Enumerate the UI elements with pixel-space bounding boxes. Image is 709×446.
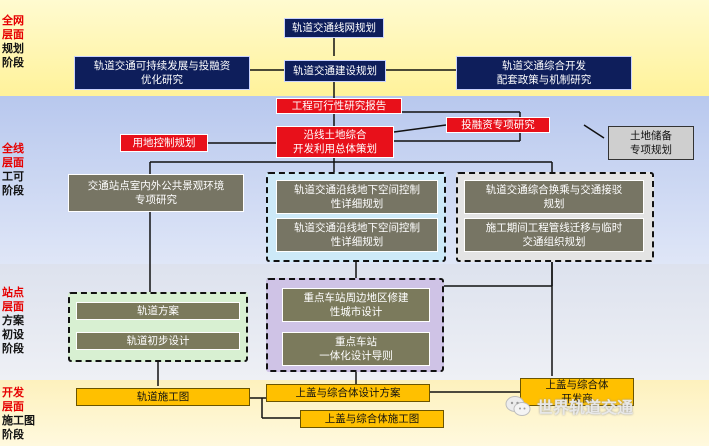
stage-label-construction: 开发 层面 施工图 阶段 <box>2 386 56 442</box>
wechat-icon <box>505 396 531 416</box>
watermark-text: 世界轨道交通 <box>537 398 634 417</box>
box-label: 施工期间工程管线迁移与临时 交通组织规划 <box>485 222 623 248</box>
box-label: 轨道交通综合换乘与交通接驳 规划 <box>485 184 623 210</box>
box-label: 用地控制规划 <box>132 137 196 149</box>
box-label: 重点车站周边地区修建 性城市设计 <box>303 292 409 318</box>
box-label: 轨道交通可持续发展与投融资 优化研究 <box>93 60 231 86</box>
box-label: 轨道初步设计 <box>126 335 190 347</box>
station-integrated-guide-box: 重点车站 一体化设计导则 <box>282 332 430 366</box>
stage-phase: 规划 阶段 <box>2 42 24 69</box>
stage-label-planning: 全网 层面 规划 阶段 <box>2 14 56 70</box>
box-label: 轨道施工图 <box>136 391 190 403</box>
land-reserve-box: 土地储备 专项规划 <box>608 126 694 160</box>
box-label: 轨道交通建设规划 <box>293 65 377 77</box>
policy-research-box: 轨道交通综合开发 配套政策与机制研究 <box>456 56 632 90</box>
box-label: 轨道交通线网规划 <box>292 22 376 34</box>
construction-plan-box: 轨道交通建设规划 <box>284 60 386 82</box>
transfer-plan-box: 轨道交通综合换乘与交通接驳 规划 <box>464 180 644 214</box>
sustainable-finance-box: 轨道交通可持续发展与投融资 优化研究 <box>74 56 250 90</box>
network-plan-box: 轨道交通线网规划 <box>284 18 384 38</box>
stage-label-feasibility: 全线 层面 工可 阶段 <box>2 142 56 198</box>
box-label: 上盖与综合体 开发商 <box>545 379 609 405</box>
stage-label-design: 站点 层面 方案 初设 阶段 <box>2 286 56 356</box>
feasibility-report-box: 工程可行性研究报告 <box>276 98 402 114</box>
watermark: 世界轨道交通 <box>505 394 633 418</box>
finance-research-box: 投融资专项研究 <box>446 117 550 133</box>
rail-preliminary-design-box: 轨道初步设计 <box>76 332 240 350</box>
stage-phase: 工可 阶段 <box>2 170 24 197</box>
stage-scope: 站点 层面 <box>2 286 24 313</box>
cover-design-scheme-box: 上盖与综合体设计方案 <box>266 384 430 402</box>
box-label: 土地储备 专项规划 <box>630 130 672 156</box>
stage-scope: 全线 层面 <box>2 142 24 169</box>
box-label: 轨道交通沿线地下空间控制 性详细规划 <box>294 222 420 248</box>
land-use-control-box: 用地控制规划 <box>120 134 208 152</box>
box-label: 上盖与综合体设计方案 <box>295 387 401 399</box>
box-label: 工程可行性研究报告 <box>291 100 387 112</box>
stage-phase: 方案 初设 阶段 <box>2 314 24 355</box>
stage-scope: 开发 层面 <box>2 386 24 413</box>
rail-scheme-box: 轨道方案 <box>76 302 240 320</box>
station-area-design-box: 重点车站周边地区修建 性城市设计 <box>282 288 430 322</box>
land-development-box: 沿线土地综合 开发利用总体策划 <box>276 126 394 158</box>
box-label: 上盖与综合体施工图 <box>324 413 420 425</box>
box-label: 投融资专项研究 <box>461 119 535 131</box>
underground-space-box-2: 轨道交通沿线地下空间控制 性详细规划 <box>276 218 438 252</box>
stage-scope: 全网 层面 <box>2 14 24 41</box>
box-label: 轨道交通综合开发 配套政策与机制研究 <box>496 60 592 86</box>
box-label: 沿线土地综合 开发利用总体策划 <box>293 129 377 155</box>
cover-construction-drawing-box: 上盖与综合体施工图 <box>300 410 444 428</box>
box-label: 轨道交通沿线地下空间控制 性详细规划 <box>294 184 420 210</box>
box-label: 交通站点室内外公共景观环境 专项研究 <box>87 180 225 206</box>
stage-phase: 施工图 阶段 <box>2 414 35 441</box>
rail-construction-drawing-box: 轨道施工图 <box>76 388 250 406</box>
cover-developer-box: 上盖与综合体 开发商 <box>520 378 634 406</box>
underground-space-box-1: 轨道交通沿线地下空间控制 性详细规划 <box>276 180 438 214</box>
box-label: 轨道方案 <box>137 305 179 317</box>
box-label: 重点车站 一体化设计导则 <box>319 336 393 362</box>
landscape-research-box: 交通站点室内外公共景观环境 专项研究 <box>68 174 244 212</box>
pipeline-relocation-box: 施工期间工程管线迁移与临时 交通组织规划 <box>464 218 644 252</box>
